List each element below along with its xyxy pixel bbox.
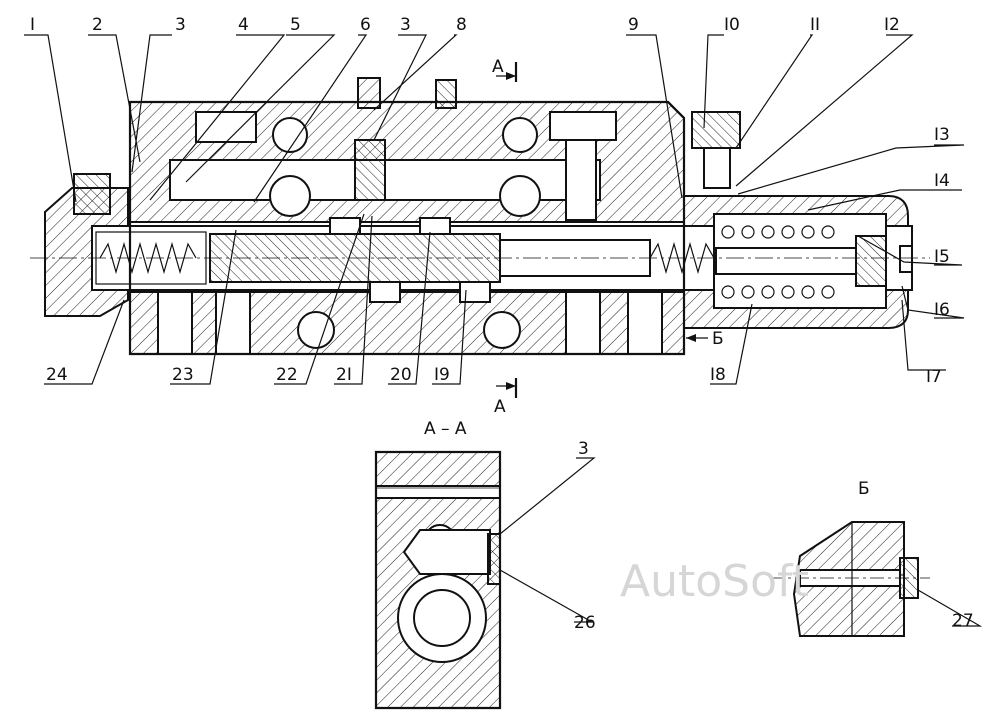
- section-a-a-callout-26: 26: [574, 613, 596, 633]
- callout-label: I0: [724, 15, 740, 35]
- callout-label: 8: [456, 15, 467, 35]
- callout-label: 5: [290, 15, 301, 35]
- callout-label: 22: [276, 365, 298, 385]
- view-b-arrow: Б: [686, 329, 724, 349]
- callout-label: 23: [172, 365, 194, 385]
- callout-label: I9: [434, 365, 450, 385]
- callout-label: 3: [400, 15, 411, 35]
- watermark: AutoSoft: [620, 556, 809, 607]
- callout-labels: I 2 3 4 5 6 3 8 9 I0 II I2 I3 I4 I5 I6 I…: [30, 15, 950, 387]
- callout-label: I6: [934, 300, 950, 320]
- callout-label: 20: [390, 365, 412, 385]
- view-b-title: Б: [858, 479, 870, 499]
- callout-label: I7: [926, 367, 942, 387]
- section-a-top-label: A: [492, 57, 504, 77]
- callout-label: I8: [710, 365, 726, 385]
- callout-label: I4: [934, 171, 950, 191]
- callout-label: 3: [175, 15, 186, 35]
- callout-label: I2: [884, 15, 900, 35]
- callout-label: I5: [934, 247, 950, 267]
- callout-label: 4: [238, 15, 249, 35]
- view-b-detail: Б 27: [770, 479, 983, 637]
- section-a-a-callout-3: 3: [578, 439, 589, 459]
- section-marker-a: A A: [492, 57, 518, 417]
- main-section-view: [30, 77, 930, 356]
- view-b-arrow-label: Б: [712, 329, 724, 349]
- callout-label: 24: [46, 365, 68, 385]
- callout-label: I3: [934, 125, 950, 145]
- callout-label: 9: [628, 15, 639, 35]
- callout-label: 2I: [336, 365, 352, 385]
- right-spring-coils: [721, 225, 835, 299]
- callout-label: I: [30, 15, 35, 35]
- callout-leaders: [24, 34, 965, 385]
- section-a-a-title: A – A: [424, 419, 467, 439]
- view-b-callout-27: 27: [952, 611, 974, 631]
- section-a-a-view: A – A 3 26: [374, 419, 596, 710]
- callout-label: II: [810, 15, 820, 35]
- callout-label: 2: [92, 15, 103, 35]
- section-a-bottom-label: A: [494, 397, 506, 417]
- callout-label: 6: [360, 15, 371, 35]
